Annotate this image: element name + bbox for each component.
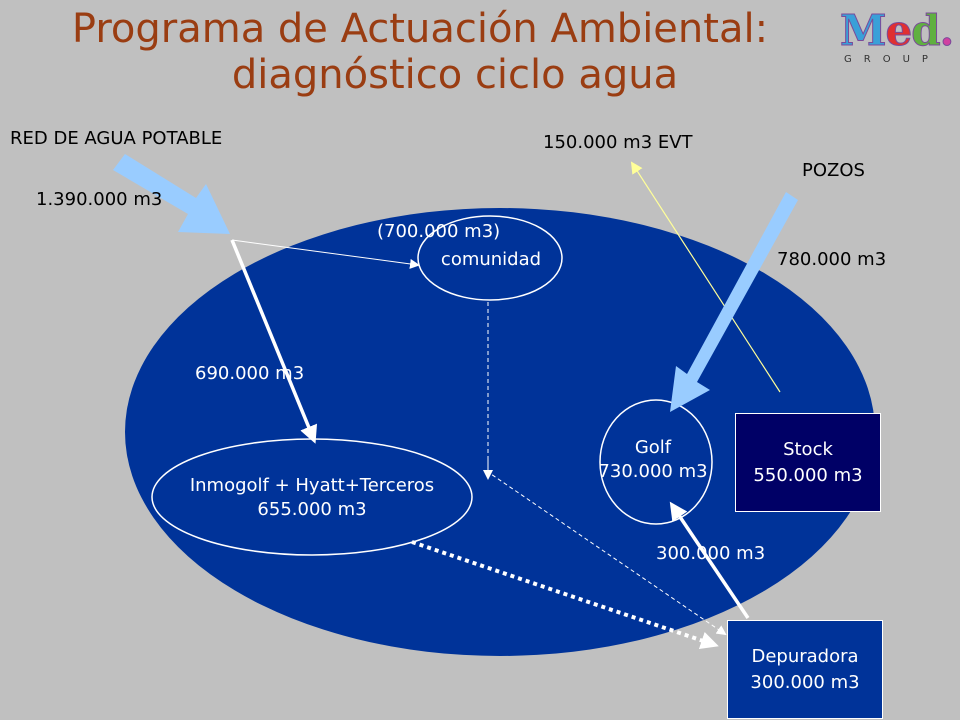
depuradora-name: Depuradora: [751, 645, 859, 667]
red-to-comunidad-arrow: [231, 239, 420, 269]
red-to-inmogolf-arrow: [230, 239, 318, 444]
red-agua-value: 1.390.000 m3: [36, 189, 163, 210]
inmogolf-to-depuradora-dotted: [411, 540, 719, 650]
stock-box: Stock 550.000 m3: [735, 413, 881, 512]
slide-title: Programa de Actuación Ambiental: diagnós…: [0, 6, 960, 98]
stock-name: Stock: [783, 438, 833, 460]
pozos-label: POZOS: [802, 160, 865, 181]
evt-label: 150.000 m3 EVT: [543, 132, 693, 153]
comunidad-label: comunidad: [440, 249, 542, 270]
inmogolf-name: Inmogolf + Hyatt+Terceros: [189, 475, 435, 496]
depuradora-box: Depuradora 300.000 m3: [727, 620, 883, 719]
depuradora-value: 300.000 m3: [750, 671, 860, 693]
golf-value: 730.000 m3: [598, 461, 708, 482]
comunidad-node: [417, 215, 563, 301]
site-area-ellipse: [125, 208, 875, 656]
title-line-2: diagnóstico ciclo agua: [231, 52, 679, 98]
logo-subtitle: GROUP: [844, 54, 940, 65]
pozos-input-arrow: [670, 192, 798, 412]
golf-text: Golf 730.000 m3: [583, 436, 723, 484]
inmogolf-inflow-label: 690.000 m3: [195, 363, 305, 384]
title-line-1: Programa de Actuación Ambiental:: [71, 6, 769, 52]
inmogolf-value: 655.000 m3: [257, 499, 367, 520]
golf-return-label: 300.000 m3: [656, 543, 766, 564]
depuradora-to-golf-arrow: [669, 501, 750, 619]
red-agua-label: RED DE AGUA POTABLE: [10, 128, 223, 149]
med-group-logo: Med. GROUP: [840, 6, 955, 72]
evt-line: [630, 161, 781, 393]
golf-name: Golf: [634, 437, 672, 458]
golf-node: [599, 399, 713, 525]
inmogolf-text: Inmogolf + Hyatt+Terceros 655.000 m3: [152, 474, 472, 522]
red-agua-input-arrow: [113, 154, 230, 234]
pozos-value: 780.000 m3: [777, 249, 887, 270]
logo-mark: Med.: [840, 6, 955, 55]
comunidad-inflow-label: (700.000 m3): [377, 221, 501, 242]
stock-value: 550.000 m3: [753, 464, 863, 486]
